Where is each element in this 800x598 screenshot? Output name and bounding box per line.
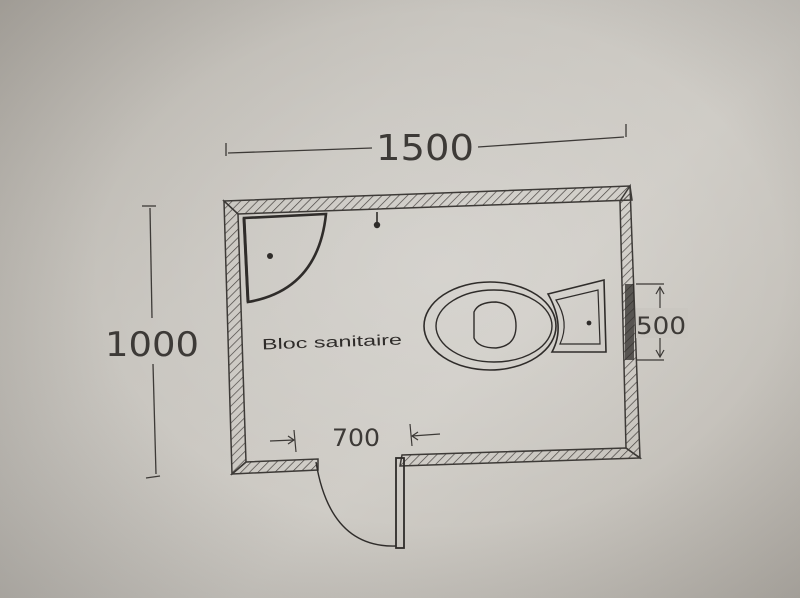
dimension-door: 700 (269, 423, 441, 453)
door-width-label: 700 (332, 424, 380, 452)
room-walls (222, 183, 643, 476)
toilet (423, 278, 607, 371)
dimension-height: 1000 (105, 205, 199, 479)
dimension-width-label: 1500 (376, 128, 474, 169)
dimension-height-label: 1000 (105, 325, 199, 365)
window: 500 (625, 283, 688, 361)
room-label: Bloc sanitaire (262, 332, 403, 354)
wall-tap (373, 212, 381, 229)
window-width-label: 500 (636, 312, 686, 340)
door (315, 457, 405, 549)
shower-tray (242, 212, 328, 304)
dimension-width: 1500 (225, 124, 627, 169)
